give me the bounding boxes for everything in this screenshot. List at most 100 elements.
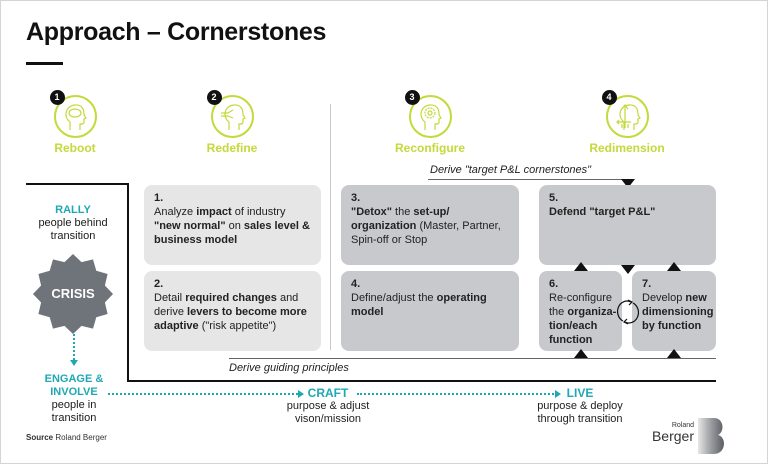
live-block: LIVE purpose & deploy through transition xyxy=(530,387,630,426)
step-text: "Detox" the set-up/ organization (Master… xyxy=(351,206,501,246)
frame-left-line xyxy=(127,183,129,382)
phase-label: Reconfigure xyxy=(394,141,465,155)
cycle-arrows-icon xyxy=(617,299,639,325)
step-text-bold: Defend "target P&L" xyxy=(549,206,656,218)
step-2-box: 2. Detail required changes and derive lev… xyxy=(144,271,321,351)
engage-title: ENGAGE & INVOLVE xyxy=(44,373,104,398)
step-text-bold: impact xyxy=(196,206,232,218)
step-3-box: 3. "Detox" the set-up/ organization (Mast… xyxy=(341,185,519,265)
step-4-box: 4. Define/adjust the operating model xyxy=(341,271,519,351)
step-text: Detail required changes and derive lever… xyxy=(154,292,307,332)
step-text: Re-configure the organiza-tion/each func… xyxy=(549,292,616,346)
crisis-label: CRISIS xyxy=(51,286,95,301)
phase-redefine: 2 Redefine xyxy=(172,90,292,155)
step-text-bold: "Detox" xyxy=(351,206,392,218)
arrow-right-icon xyxy=(555,390,561,398)
step-text-part: Analyze xyxy=(154,206,197,218)
craft-title: CRAFT xyxy=(307,386,349,400)
arrow-up-icon xyxy=(574,349,588,358)
step-text-part: the xyxy=(392,206,414,218)
crisis-badge: CRISIS xyxy=(33,254,113,334)
step-text-bold: levers to become more adaptive xyxy=(154,306,307,332)
step-text-bold: sales level & business model xyxy=(154,220,310,246)
step-text: Defend "target P&L" xyxy=(549,206,655,218)
live-title: LIVE xyxy=(566,386,594,400)
title-underline xyxy=(26,62,63,65)
head-arrows-icon xyxy=(220,104,246,130)
step-number: 7. xyxy=(642,278,652,290)
arrow-down-icon xyxy=(621,179,635,188)
step-text-part: of industry xyxy=(231,206,286,218)
arrow-down-icon xyxy=(621,265,635,274)
head-scale-icon xyxy=(615,104,641,130)
arrow-down-icon xyxy=(70,360,78,366)
phase-ring: 3 xyxy=(404,90,452,138)
phase-number: 2 xyxy=(206,90,222,105)
step-text: Develop new dimensioning by function xyxy=(642,292,714,332)
phase-reboot: 1 Reboot xyxy=(15,90,135,155)
step-6-box: 6. Re-configure the organiza-tion/each fu… xyxy=(539,271,622,351)
frame-bottom-line xyxy=(127,380,716,382)
step-text-part: Define/adjust the xyxy=(351,292,437,304)
step-number: 4. xyxy=(351,278,361,290)
craft-text: purpose & adjust vison/mission xyxy=(286,400,370,425)
dotted-line-vertical xyxy=(73,334,75,360)
step-text-part: on xyxy=(225,220,244,232)
phase-label: Reboot xyxy=(54,141,96,155)
step-text-part: Develop xyxy=(642,292,686,304)
column-divider xyxy=(330,104,331,350)
step-text-part: (Master, Partner, Spin-off or Stop xyxy=(351,220,501,246)
note-guiding-principles: Derive guiding principles xyxy=(229,362,349,374)
logo-b-icon xyxy=(698,418,724,454)
rally-block: RALLY people behind transition xyxy=(36,204,110,243)
logo-text-top: Roland xyxy=(671,422,694,429)
note-line xyxy=(428,179,628,180)
craft-block: CRAFT purpose & adjust vison/mission xyxy=(278,387,378,426)
phase-ring: 2 xyxy=(206,90,254,138)
crisis-star-shape xyxy=(33,254,113,334)
dotted-line-to-live xyxy=(357,393,557,395)
phase-reconfigure: 3 Reconfigure xyxy=(370,90,490,155)
head-gear-icon xyxy=(419,104,442,130)
logo-text-bottom: Berger xyxy=(651,428,694,444)
step-number: 5. xyxy=(549,192,559,204)
rally-title: RALLY xyxy=(55,204,91,216)
dotted-line-to-craft xyxy=(108,393,298,395)
engage-block: ENGAGE & INVOLVE people in transition xyxy=(36,373,112,425)
step-text-bold: organiza-tion/each function xyxy=(549,306,617,346)
source-text: Roland Berger xyxy=(55,433,107,442)
step-text-part: Re-configure the xyxy=(549,292,612,318)
arrow-right-icon xyxy=(298,390,304,398)
arrow-up-icon xyxy=(574,262,588,271)
phase-number: 4 xyxy=(601,90,617,105)
step-5-box: 5. Defend "target P&L" xyxy=(539,185,716,265)
step-text: Define/adjust the operating model xyxy=(351,292,487,318)
phase-ring: 4 xyxy=(601,90,649,138)
step-7-box: 7. Develop new dimensioning by function xyxy=(632,271,716,351)
step-text-bold: set-up/ organization xyxy=(351,206,450,232)
guiding-line xyxy=(229,358,716,359)
step-number: 3. xyxy=(351,192,361,204)
step-number: 6. xyxy=(549,278,559,290)
step-1-box: 1. Analyze impact of industry "new normal… xyxy=(144,185,321,265)
rally-text: people behind transition xyxy=(38,217,108,242)
head-brain-icon xyxy=(64,104,87,130)
page-title: Approach – Cornerstones xyxy=(26,18,327,46)
source-label: Source xyxy=(26,433,54,442)
step-text-bold: operating model xyxy=(351,292,487,318)
phase-redimension: 4 Redimension xyxy=(567,90,687,155)
step-text-bold: required changes xyxy=(185,292,277,304)
step-text: Analyze impact of industry "new normal" … xyxy=(154,206,310,246)
source-note: Source Roland Berger xyxy=(26,433,107,442)
step-text-part: ("risk appetite") xyxy=(198,320,277,332)
phase-number: 1 xyxy=(49,90,65,105)
step-number: 2. xyxy=(154,278,164,290)
live-text: purpose & deploy through transition xyxy=(537,400,623,425)
step-text-part: Detail xyxy=(154,292,186,304)
arrow-up-icon xyxy=(667,349,681,358)
arrow-up-icon xyxy=(667,262,681,271)
note-target-pl: Derive "target P&L cornerstones" xyxy=(430,164,592,176)
roland-berger-logo: Roland Berger xyxy=(652,418,750,454)
phase-number: 3 xyxy=(404,90,420,105)
step-number: 1. xyxy=(154,192,164,204)
